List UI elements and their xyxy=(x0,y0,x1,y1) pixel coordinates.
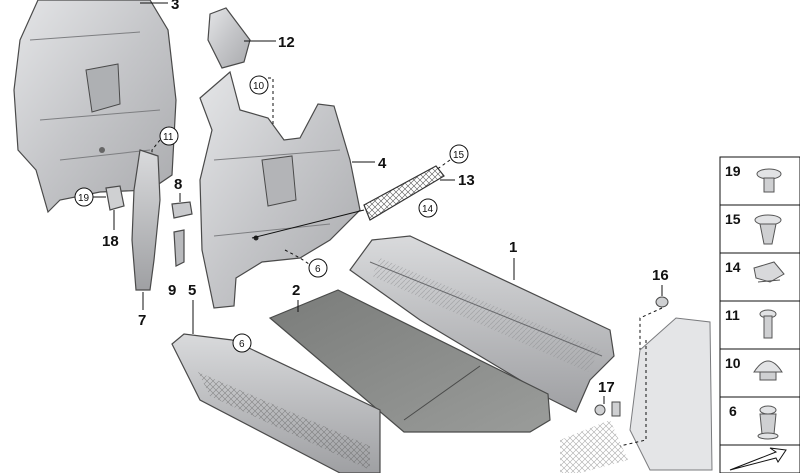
legend-label-14: 14 xyxy=(725,259,741,275)
cap-icon xyxy=(753,360,783,381)
callout-1: 1 xyxy=(509,239,517,256)
clip-part-8 xyxy=(171,201,193,219)
callout-8: 8 xyxy=(174,176,182,193)
callout-16: 16 xyxy=(652,267,669,284)
callout-14: 14 xyxy=(422,204,434,215)
spring-clip-icon xyxy=(753,261,785,283)
legend-label-10: 10 xyxy=(725,355,741,371)
callout-9: 9 xyxy=(168,282,176,299)
callout-3: 3 xyxy=(171,0,179,13)
legend-label-11: 11 xyxy=(725,307,740,323)
callout-7: 7 xyxy=(138,312,146,329)
arrow-icon xyxy=(729,447,787,471)
fastener-legend: 19 15 14 11 10 6 xyxy=(719,156,800,473)
callout-15: 15 xyxy=(453,150,465,161)
clip-part-17 xyxy=(594,401,621,417)
callout-17: 17 xyxy=(598,379,615,396)
callout-2: 2 xyxy=(292,282,300,299)
callout-5: 5 xyxy=(188,282,196,299)
push-clip-icon xyxy=(757,405,779,440)
screw-icon xyxy=(759,309,777,339)
callout-4: 4 xyxy=(378,155,387,172)
legend-label-6: 6 xyxy=(729,403,737,419)
callout-11: 11 xyxy=(163,132,174,143)
callout-18: 18 xyxy=(102,233,119,250)
expanding-rivet-icon xyxy=(754,214,782,245)
callout-19: 19 xyxy=(78,193,90,204)
sill-trim-5 xyxy=(171,333,381,473)
strip-part-9 xyxy=(173,229,185,267)
rear-panel-1 xyxy=(349,235,615,413)
bracket-part-18 xyxy=(105,185,125,211)
screw-clip-icon xyxy=(756,168,782,193)
callout-10: 10 xyxy=(253,81,265,92)
pillar-trim-7 xyxy=(131,149,161,291)
callout-12: 12 xyxy=(278,34,295,51)
callout-6-upper: 6 xyxy=(315,264,321,275)
legend-label-19: 19 xyxy=(725,163,741,179)
callout-13: 13 xyxy=(458,172,475,189)
grommet-part-16 xyxy=(655,296,669,308)
callout-6-lower: 6 xyxy=(239,339,245,350)
luggage-net-13 xyxy=(363,165,445,221)
bracket-assembly xyxy=(560,317,713,473)
floor-mat-2 xyxy=(268,289,551,433)
right-side-trim-panel xyxy=(199,70,361,309)
legend-label-15: 15 xyxy=(725,211,741,227)
cover-part-12 xyxy=(207,7,251,69)
